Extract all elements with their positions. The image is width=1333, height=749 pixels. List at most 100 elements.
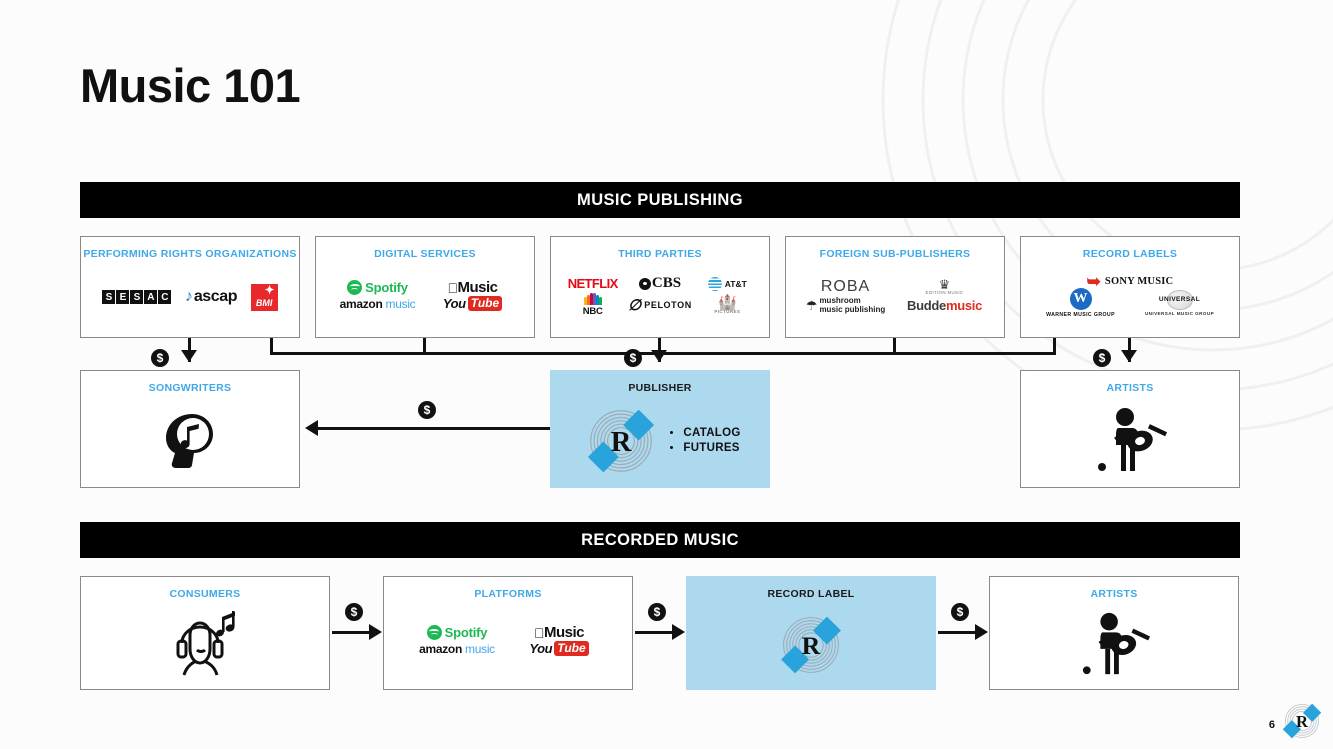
box-title: CONSUMERS <box>169 588 241 600</box>
box-platforms[interactable]: PLATFORMS Spotify Music amazon music Yo… <box>383 576 633 690</box>
box-title: FOREIGN SUB-PUBLISHERS <box>819 248 971 260</box>
logo-group: Spotify Music amazon music You Tube <box>316 261 534 337</box>
box-record-label[interactable]: RECORD LABEL R <box>686 576 936 690</box>
cbs-logo: CBS <box>626 275 693 292</box>
svg-text:R: R <box>802 631 821 660</box>
warner-w-icon: W <box>1069 287 1092 310</box>
spotify-logo: Spotify <box>330 280 425 295</box>
coin-labels-to-artists: $ <box>1093 349 1111 367</box>
peloton-logo: ∅ PELOTON <box>628 296 692 314</box>
sony-swish-icon: ➥ <box>1086 271 1101 291</box>
box-title: SONGWRITERS <box>148 382 232 394</box>
music-note-icon: ♪ <box>184 288 193 305</box>
warner-music-group-logo: W WARNER MUSIC GROUP <box>1031 287 1130 318</box>
corner-r-logo: R <box>1279 698 1325 744</box>
head-music-note-icon <box>81 395 299 487</box>
apple-music-logo: Music <box>508 624 610 641</box>
disney-logo: 🏰 PICTURES <box>714 293 741 314</box>
castle-icon: 🏰 <box>717 293 737 311</box>
page-number: 6 <box>1268 719 1275 731</box>
logo-group: ➥ SONY MUSIC W WARNER MUSIC GROUP UNIVER… <box>1021 261 1239 337</box>
box-record-labels[interactable]: RECORD LABELS ➥ SONY MUSIC W WARNER MUSI… <box>1020 236 1240 338</box>
cbs-eye-icon <box>638 277 651 290</box>
arrowhead-artists-recorded <box>975 624 988 640</box>
svg-text:R: R <box>611 427 632 458</box>
section-banner-publishing: MUSIC PUBLISHING <box>80 182 1240 218</box>
box-title: THIRD PARTIES <box>618 248 702 260</box>
connector-foreign-down <box>893 338 896 354</box>
amazon-music-logo: amazon music <box>339 296 416 311</box>
listener-headphones-icon <box>81 601 329 689</box>
connector-platforms-to-record-label <box>635 631 673 634</box>
logo-group: Spotify Music amazon music You Tube <box>384 601 632 689</box>
box-title: RECORD LABELS <box>1082 248 1178 260</box>
roba-logo: ROBA <box>820 278 871 295</box>
box-title: PUBLISHER <box>628 382 692 394</box>
page-title: Music 101 <box>80 59 301 112</box>
box-digital-services[interactable]: DIGITAL SERVICES Spotify Music amazon m… <box>315 236 535 338</box>
universal-globe-icon: UNIVERSAL <box>1159 289 1200 310</box>
arrowhead-to-songwriters <box>181 350 197 362</box>
box-title: ARTISTS <box>1106 382 1154 394</box>
coin-pro-to-songwriters: $ <box>151 349 169 367</box>
connector-publisher-to-songwriters <box>318 427 550 430</box>
box-title: RECORD LABEL <box>767 588 855 600</box>
spotify-icon <box>426 625 442 640</box>
mushroom-icon: ☂ <box>805 297 818 313</box>
bmi-logo: BMI <box>250 283 278 311</box>
crown-logo: ♛ EDITION MUSIC <box>925 277 964 295</box>
box-title: DIGITAL SERVICES <box>374 248 476 260</box>
section-banner-recorded: RECORDED MUSIC <box>80 522 1240 558</box>
apple-icon:  <box>447 280 458 296</box>
youtube-logo: You Tube <box>508 641 610 656</box>
box-songwriters[interactable]: SONGWRITERS <box>80 370 300 488</box>
coin-platforms-to-record-label: $ <box>648 603 666 621</box>
att-globe-icon <box>707 276 722 291</box>
coin-record-label-to-artists: $ <box>951 603 969 621</box>
publisher-content: R CATALOG FUTURES <box>551 395 769 487</box>
box-title: PLATFORMS <box>474 588 542 600</box>
youtube-logo: You Tube <box>425 296 520 311</box>
arrowhead-record-label <box>672 624 685 640</box>
box-consumers[interactable]: CONSUMERS <box>80 576 330 690</box>
guitarist-icon <box>990 601 1238 689</box>
box-title: ARTISTS <box>1090 588 1138 600</box>
connector-digital-down <box>423 338 426 354</box>
amazon-music-logo: amazon music <box>419 641 495 656</box>
box-artists-recorded[interactable]: ARTISTS <box>989 576 1239 690</box>
universal-music-group-logo: UNIVERSAL UNIVERSAL MUSIC GROUP <box>1130 289 1229 316</box>
netflix-logo: NETFLIX <box>567 276 619 291</box>
bullet-item: FUTURES <box>683 441 740 456</box>
box-publisher[interactable]: PUBLISHER R CATALOG FUTURES <box>550 370 770 488</box>
box-artists-publishing[interactable]: ARTISTS <box>1020 370 1240 488</box>
peacock-icon <box>583 292 602 305</box>
att-logo: AT&T <box>694 276 761 291</box>
sony-music-logo: ➥ SONY MUSIC <box>1086 271 1174 291</box>
crown-icon: ♛ <box>938 277 951 292</box>
apple-music-logo: Music <box>425 279 520 296</box>
coin-sources-to-publisher: $ <box>624 349 642 367</box>
spotify-logo: Spotify <box>406 625 508 640</box>
r-vinyl-logo: R <box>687 601 935 689</box>
guitarist-icon <box>1021 395 1239 487</box>
box-third-parties[interactable]: THIRD PARTIES NETFLIX CBS AT&T NBC ∅ PEL… <box>550 236 770 338</box>
apple-icon:  <box>534 625 545 641</box>
arrowhead-to-publisher <box>651 350 667 362</box>
bullet-item: CATALOG <box>683 426 740 441</box>
nbc-logo: NBC <box>559 292 626 317</box>
coin-consumers-to-platforms: $ <box>345 603 363 621</box>
box-foreign-sub-publishers[interactable]: FOREIGN SUB-PUBLISHERS ROBA ♛ EDITION MU… <box>785 236 1005 338</box>
connector-bus-right-riser <box>1053 338 1056 354</box>
arrowhead-to-songwriters-horizontal <box>305 420 318 436</box>
connector-bus-left-riser <box>270 338 273 354</box>
arrowhead-to-artists <box>1121 350 1137 362</box>
spotify-icon <box>347 280 363 295</box>
arrowhead-platforms <box>369 624 382 640</box>
